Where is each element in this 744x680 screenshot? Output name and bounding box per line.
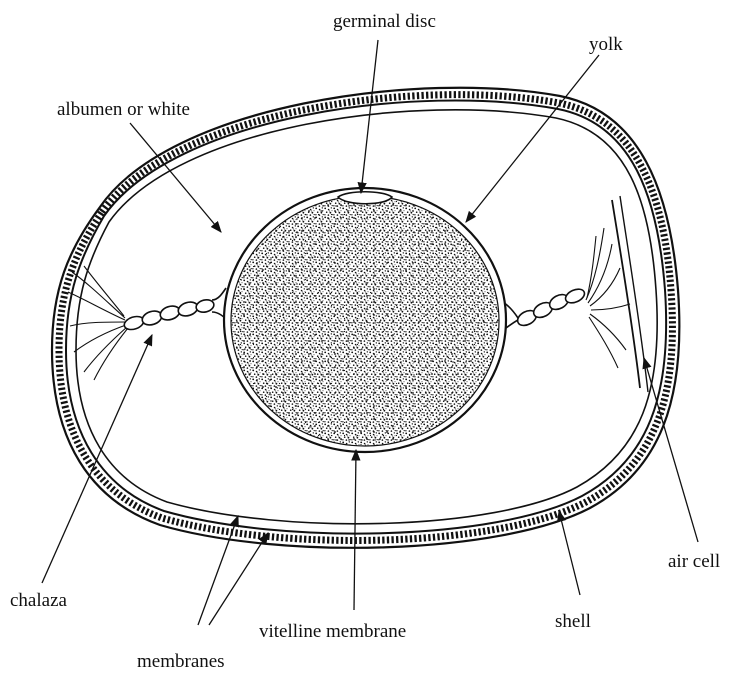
arrow-chalaza	[42, 335, 152, 583]
arrow-yolk	[466, 55, 599, 222]
label-germinal-disc: germinal disc	[333, 11, 436, 32]
yolk-body-texture	[232, 197, 498, 445]
label-shell: shell	[555, 611, 591, 632]
right-chalaza-cord	[515, 286, 586, 328]
right-chalaza-fibres	[586, 228, 630, 368]
label-vitelline-membrane: vitelline membrane	[259, 621, 406, 642]
arrow-vitelline-membrane	[354, 450, 356, 610]
germinal-disc	[338, 192, 392, 204]
left-chalaza-cord	[123, 298, 216, 332]
air-cell-boundary	[612, 200, 640, 388]
label-membranes: membranes	[137, 651, 225, 672]
arrow-shell	[559, 511, 580, 595]
label-air-cell: air cell	[668, 551, 720, 572]
label-albumen: albumen or white	[57, 99, 190, 120]
air-cell-boundary-2	[620, 196, 648, 392]
label-yolk: yolk	[589, 34, 623, 55]
arrow-membranes-2	[209, 533, 268, 625]
arrow-germinal-disc	[361, 40, 378, 193]
label-chalaza: chalaza	[10, 590, 68, 611]
